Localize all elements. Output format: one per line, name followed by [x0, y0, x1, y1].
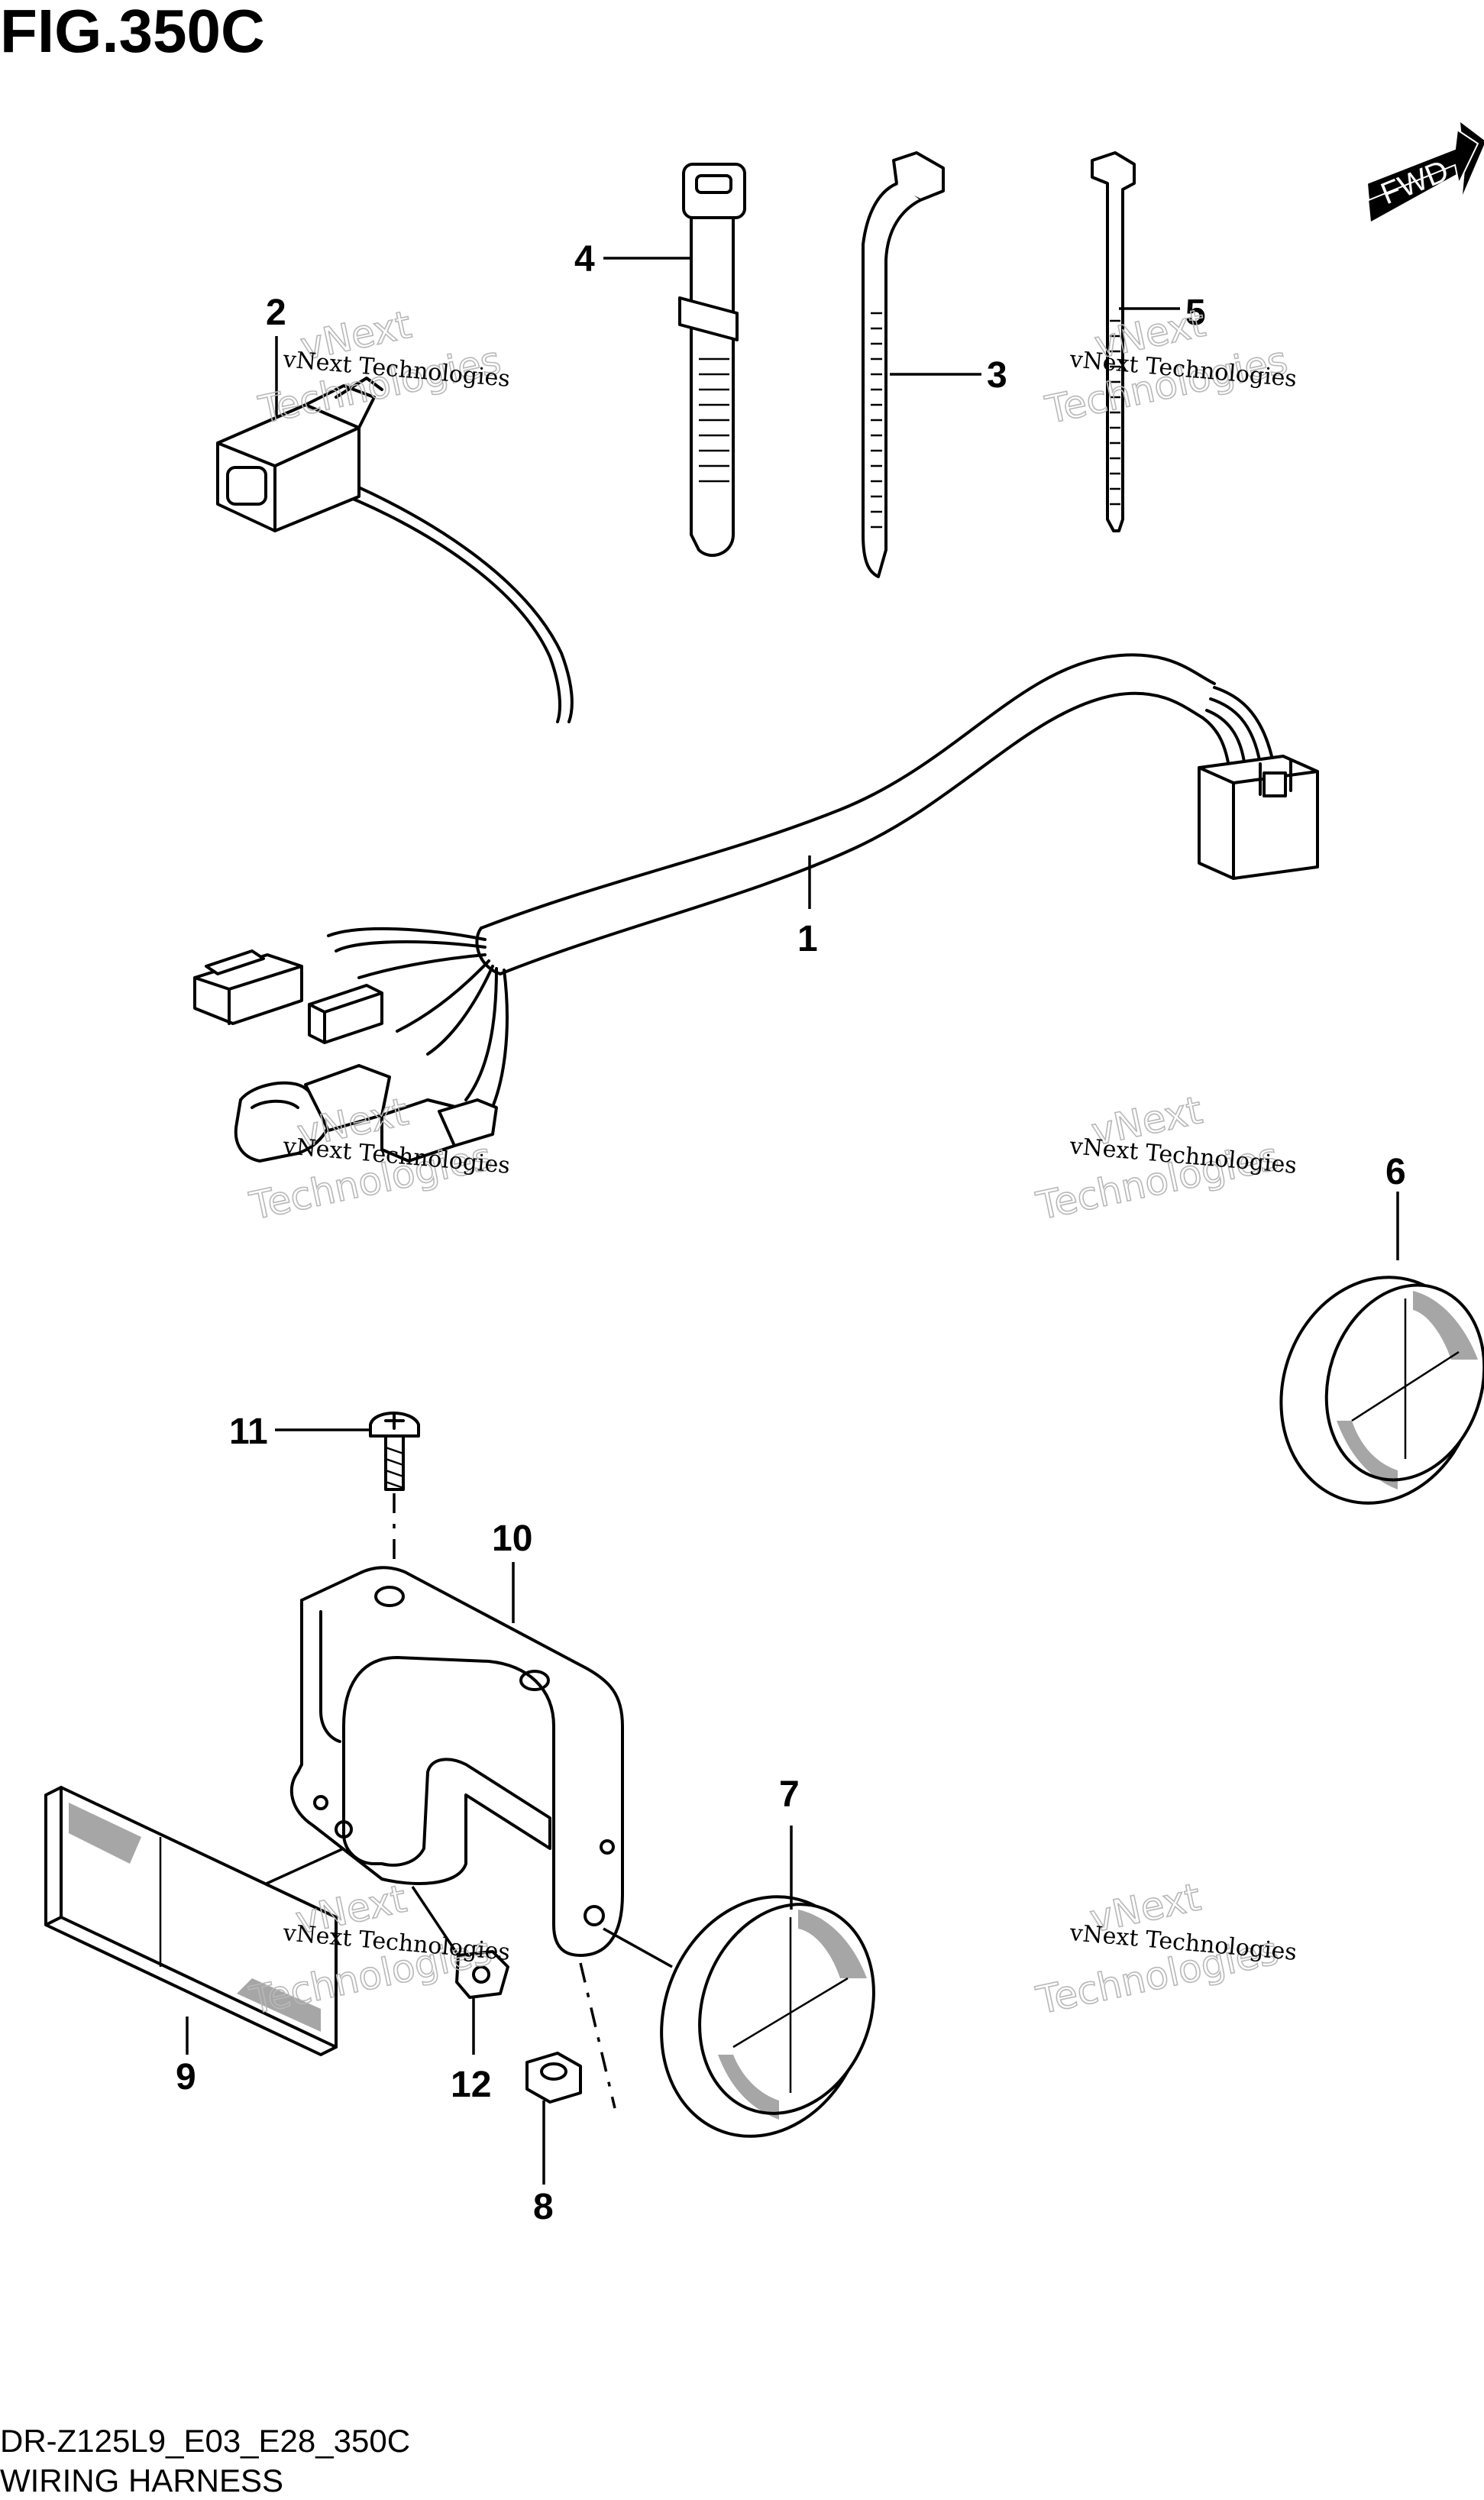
part-4-strap [678, 163, 746, 558]
page-title: FIG.350C [0, 0, 265, 65]
callout-3: 3 [987, 355, 1007, 396]
part-9-rect-reflector [44, 1786, 338, 2056]
part-12-clip-nut [455, 1950, 509, 1999]
callout-6: 6 [1385, 1152, 1406, 1192]
part-3-cable-tie [862, 151, 945, 578]
part-7-round-reflector [660, 1895, 875, 2138]
callout-9: 9 [176, 2057, 196, 2097]
fwd-label: FWD [1376, 154, 1453, 211]
part-8-nut [525, 2052, 582, 2104]
part-6-round-reflector [1279, 1276, 1484, 1505]
callout-7: 7 [779, 1774, 800, 1815]
callout-10: 10 [492, 1518, 532, 1559]
diagram-caption: WIRING HARNESS [0, 2463, 283, 2498]
part-10-bracket [289, 1566, 624, 1957]
callout-1: 1 [797, 919, 818, 959]
part-1-wiring-harness [193, 653, 1319, 1163]
fwd-arrow-icon: FWD [1366, 122, 1484, 222]
part-2-connector [216, 377, 574, 723]
part-5-cable-tie [1091, 151, 1136, 532]
part-11-screw [369, 1412, 420, 1491]
callout-5: 5 [1185, 293, 1206, 333]
callout-8: 8 [533, 2187, 554, 2227]
callout-12: 12 [451, 2065, 491, 2105]
callout-2: 2 [266, 293, 286, 333]
callout-4: 4 [574, 239, 595, 280]
watermark: vNext Technologies vNext Technologies vN… [245, 300, 1298, 2023]
callout-11: 11 [229, 1412, 268, 1452]
model-code: DR-Z125L9_E03_E28_350C [0, 2423, 410, 2459]
